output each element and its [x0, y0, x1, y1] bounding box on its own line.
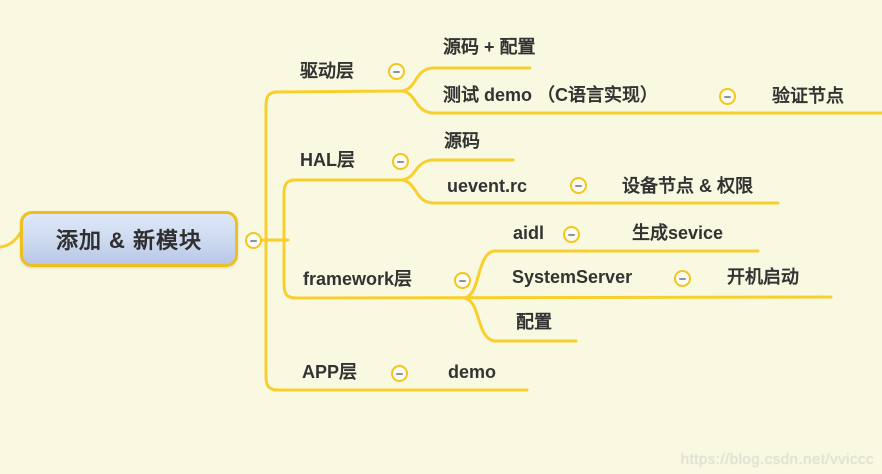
inner-trunk-line	[282, 178, 299, 300]
csdn-watermark: https://blog.csdn.net/vviccc	[680, 451, 874, 468]
topic-driver-layer[interactable]: 驱动层	[300, 61, 354, 81]
collapse-icon-aidl[interactable]	[563, 226, 580, 243]
topic-device-node-perms[interactable]: 设备节点 & 权限	[622, 176, 754, 196]
edge-to-root-line	[0, 230, 23, 249]
collapse-icon-app[interactable]	[391, 365, 408, 382]
collapse-icon-hal[interactable]	[392, 153, 409, 170]
topic-framework-layer[interactable]: framework层	[303, 269, 413, 289]
topic-hal-source[interactable]: 源码	[444, 131, 480, 151]
topic-app-demo[interactable]: demo	[448, 362, 497, 382]
hal-child1-line	[400, 158, 515, 182]
topic-uevent-rc[interactable]: uevent.rc	[447, 176, 528, 196]
collapse-icon-driver[interactable]	[388, 63, 405, 80]
root-node[interactable]: 添加 & 新模块	[20, 211, 238, 267]
collapse-icon-test-demo[interactable]	[719, 88, 736, 105]
driver-spine-line	[272, 89, 406, 94]
collapse-icon-root[interactable]	[245, 232, 262, 249]
topic-test-demo[interactable]: 测试 demo （C语言实现）	[443, 85, 659, 105]
framework-child3-line	[462, 296, 578, 343]
collapse-icon-uevent[interactable]	[570, 177, 587, 194]
collapse-icon-framework[interactable]	[454, 272, 471, 289]
topic-boot-start[interactable]: 开机启动	[727, 267, 799, 287]
driver-child2-line	[400, 89, 882, 115]
topic-app-layer[interactable]: APP层	[302, 362, 358, 382]
topic-aidl[interactable]: aidl	[513, 223, 545, 243]
driver-child1-line	[400, 66, 532, 93]
hal-child2-line	[400, 178, 780, 205]
framework-child1-line	[462, 249, 760, 300]
topic-source-and-config[interactable]: 源码 + 配置	[443, 37, 536, 57]
root-label: 添加 & 新模块	[55, 228, 203, 253]
topic-systemserver[interactable]: SystemServer	[512, 267, 633, 287]
framework-spine-line	[290, 295, 833, 300]
topic-generate-service[interactable]: 生成sevice	[632, 223, 724, 243]
outer-trunk-line	[264, 90, 281, 392]
topic-hal-layer[interactable]: HAL层	[300, 150, 355, 170]
topic-verify-node[interactable]: 验证节点	[772, 86, 844, 106]
topic-framework-config[interactable]: 配置	[516, 312, 552, 332]
collapse-icon-systemserver[interactable]	[674, 270, 691, 287]
